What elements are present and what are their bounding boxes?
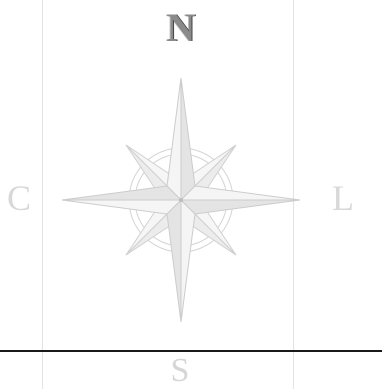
west-label: C <box>6 178 31 218</box>
south-label: S <box>170 352 190 389</box>
left-guide-line <box>42 0 43 389</box>
east-label: L <box>332 178 354 218</box>
cardinal-points <box>61 77 301 323</box>
center-dot <box>179 198 183 202</box>
north-label: N <box>166 5 196 50</box>
right-guide-line <box>293 0 294 389</box>
baseline-divider <box>0 350 382 352</box>
